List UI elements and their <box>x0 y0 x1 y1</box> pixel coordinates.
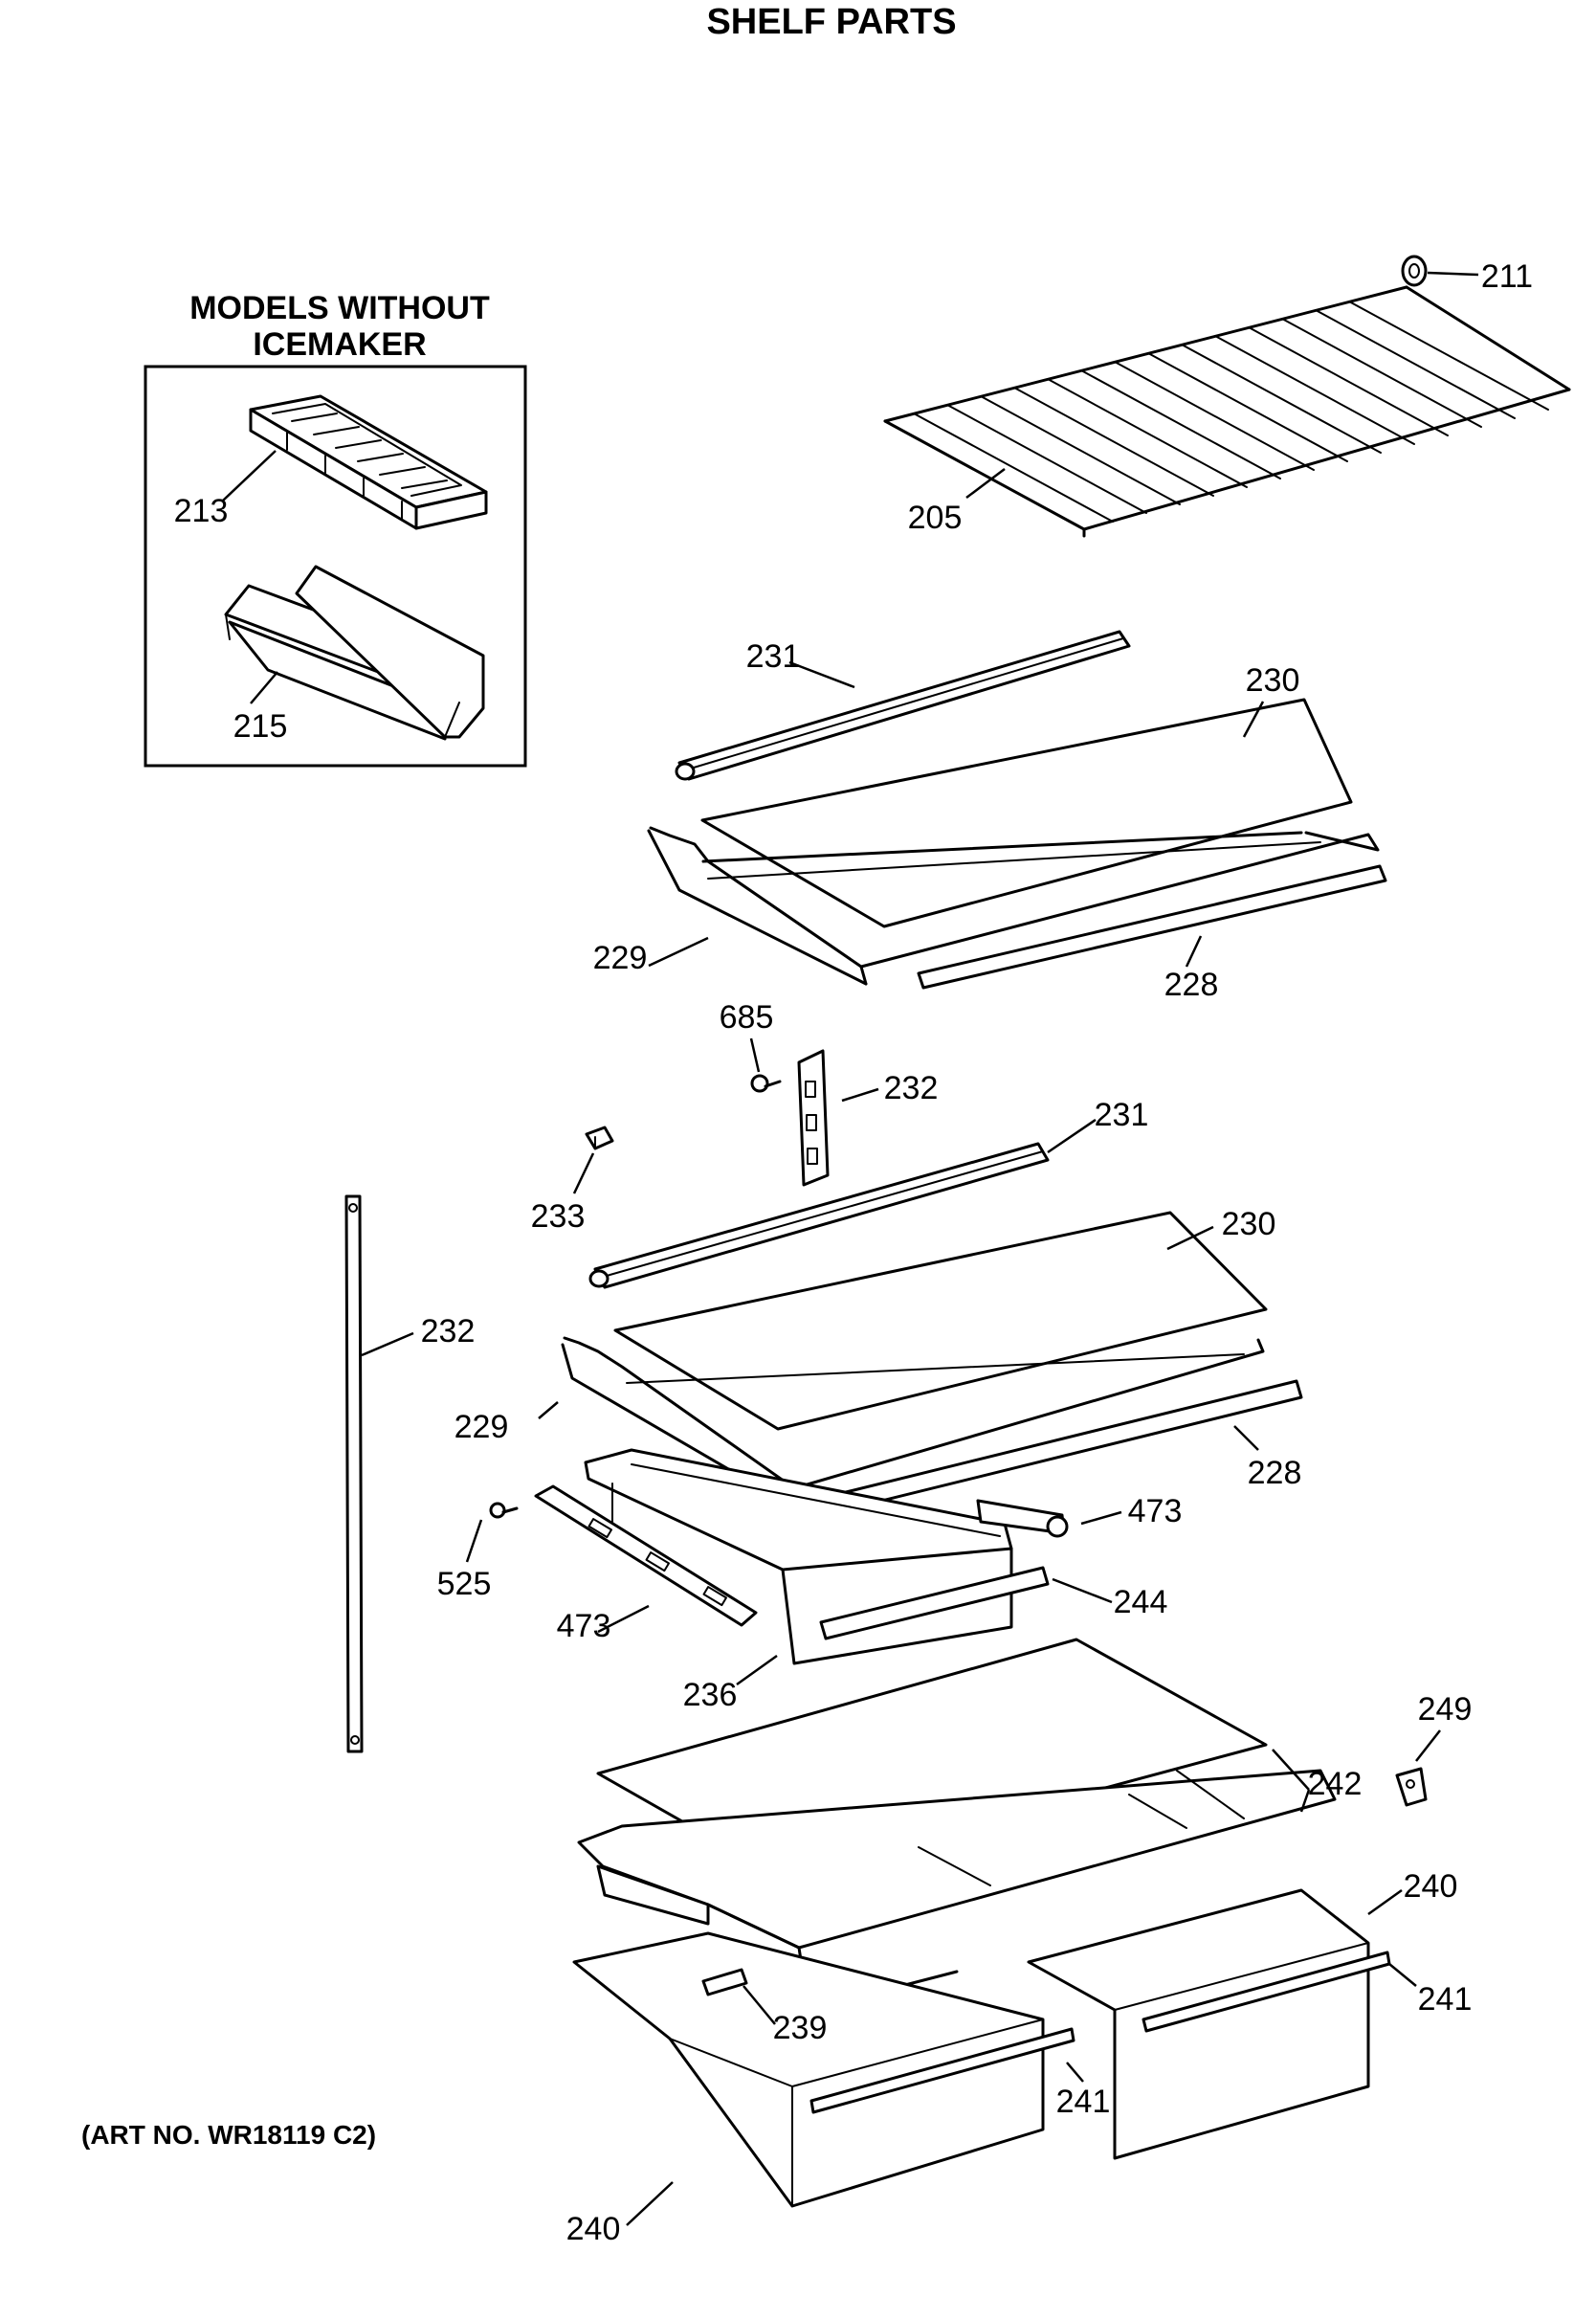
callout-231-lower: 231 <box>1095 1097 1149 1133</box>
page-title: SHELF PARTS <box>706 2 956 42</box>
shelf-bracket-illustration <box>797 1049 830 1187</box>
inset-frame <box>144 365 527 768</box>
callout-205: 205 <box>908 500 963 536</box>
callout-473-left: 473 <box>557 1608 611 1644</box>
callout-685: 685 <box>720 999 774 1036</box>
bracket-249-illustration <box>1395 1767 1428 1807</box>
callout-211: 211 <box>1481 258 1533 295</box>
callout-228-upper: 228 <box>1164 967 1219 1003</box>
callout-239: 239 <box>773 2010 828 2046</box>
callout-244: 244 <box>1114 1584 1168 1620</box>
screw-525-illustration <box>489 1502 519 1519</box>
callout-231-upper: 231 <box>746 638 801 675</box>
screw-685-illustration <box>750 1074 782 1093</box>
callout-229-lower: 229 <box>454 1409 509 1445</box>
inset-heading-line1: MODELS WITHOUT <box>189 290 490 326</box>
crisper-drawer-right-illustration <box>1027 1888 1391 2160</box>
callout-242: 242 <box>1308 1766 1363 1802</box>
ice-tray-illustration <box>249 394 488 530</box>
lower-shelf-rail-illustration <box>840 1379 1303 1511</box>
callout-230-upper: 230 <box>1246 662 1300 699</box>
shelf-clip-illustration <box>1401 255 1428 287</box>
upper-shelf-frame-illustration <box>647 826 1380 986</box>
callout-473-right: 473 <box>1128 1493 1183 1529</box>
drawer-slide-left-illustration <box>534 1484 758 1627</box>
wire-shelf-illustration <box>883 285 1571 538</box>
callout-240-left: 240 <box>566 2211 621 2247</box>
callout-241-left: 241 <box>1056 2084 1111 2120</box>
callout-232-bracket: 232 <box>884 1070 939 1106</box>
art-number: (ART NO. WR18119 C2) <box>81 2120 376 2150</box>
crisper-support-239-illustration <box>701 1968 748 1996</box>
storage-bin-illustration <box>224 565 485 741</box>
drawer-rail-244-illustration <box>819 1566 1050 1640</box>
drawer-slide-right-illustration <box>976 1499 1069 1538</box>
callout-232-rail: 232 <box>421 1313 476 1349</box>
lower-shelf-trim-illustration <box>588 1142 1050 1289</box>
callout-229-upper: 229 <box>593 940 648 976</box>
upper-shelf-rail-illustration <box>917 864 1387 990</box>
upper-shelf-trim-illustration <box>675 630 1131 781</box>
callout-241-right: 241 <box>1418 1981 1473 2018</box>
callout-215: 215 <box>233 708 288 745</box>
callout-213: 213 <box>174 493 229 529</box>
vertical-rail-illustration <box>344 1194 364 1753</box>
callout-230-lower: 230 <box>1222 1206 1276 1242</box>
crisper-drawer-left-illustration <box>572 1931 1075 2208</box>
lower-glass-panel-illustration <box>613 1211 1268 1431</box>
inset-heading-line2: ICEMAKER <box>253 326 426 363</box>
inset-models-without-icemaker: MODELS WITHOUT ICEMAKER 213 <box>144 290 527 768</box>
callout-236: 236 <box>683 1677 738 1713</box>
callout-249: 249 <box>1418 1691 1473 1728</box>
callout-240-right: 240 <box>1404 1868 1458 1905</box>
clip-233-illustration <box>585 1126 614 1150</box>
callout-525: 525 <box>437 1566 492 1602</box>
callout-228-lower: 228 <box>1248 1455 1302 1491</box>
callout-233: 233 <box>531 1198 586 1235</box>
